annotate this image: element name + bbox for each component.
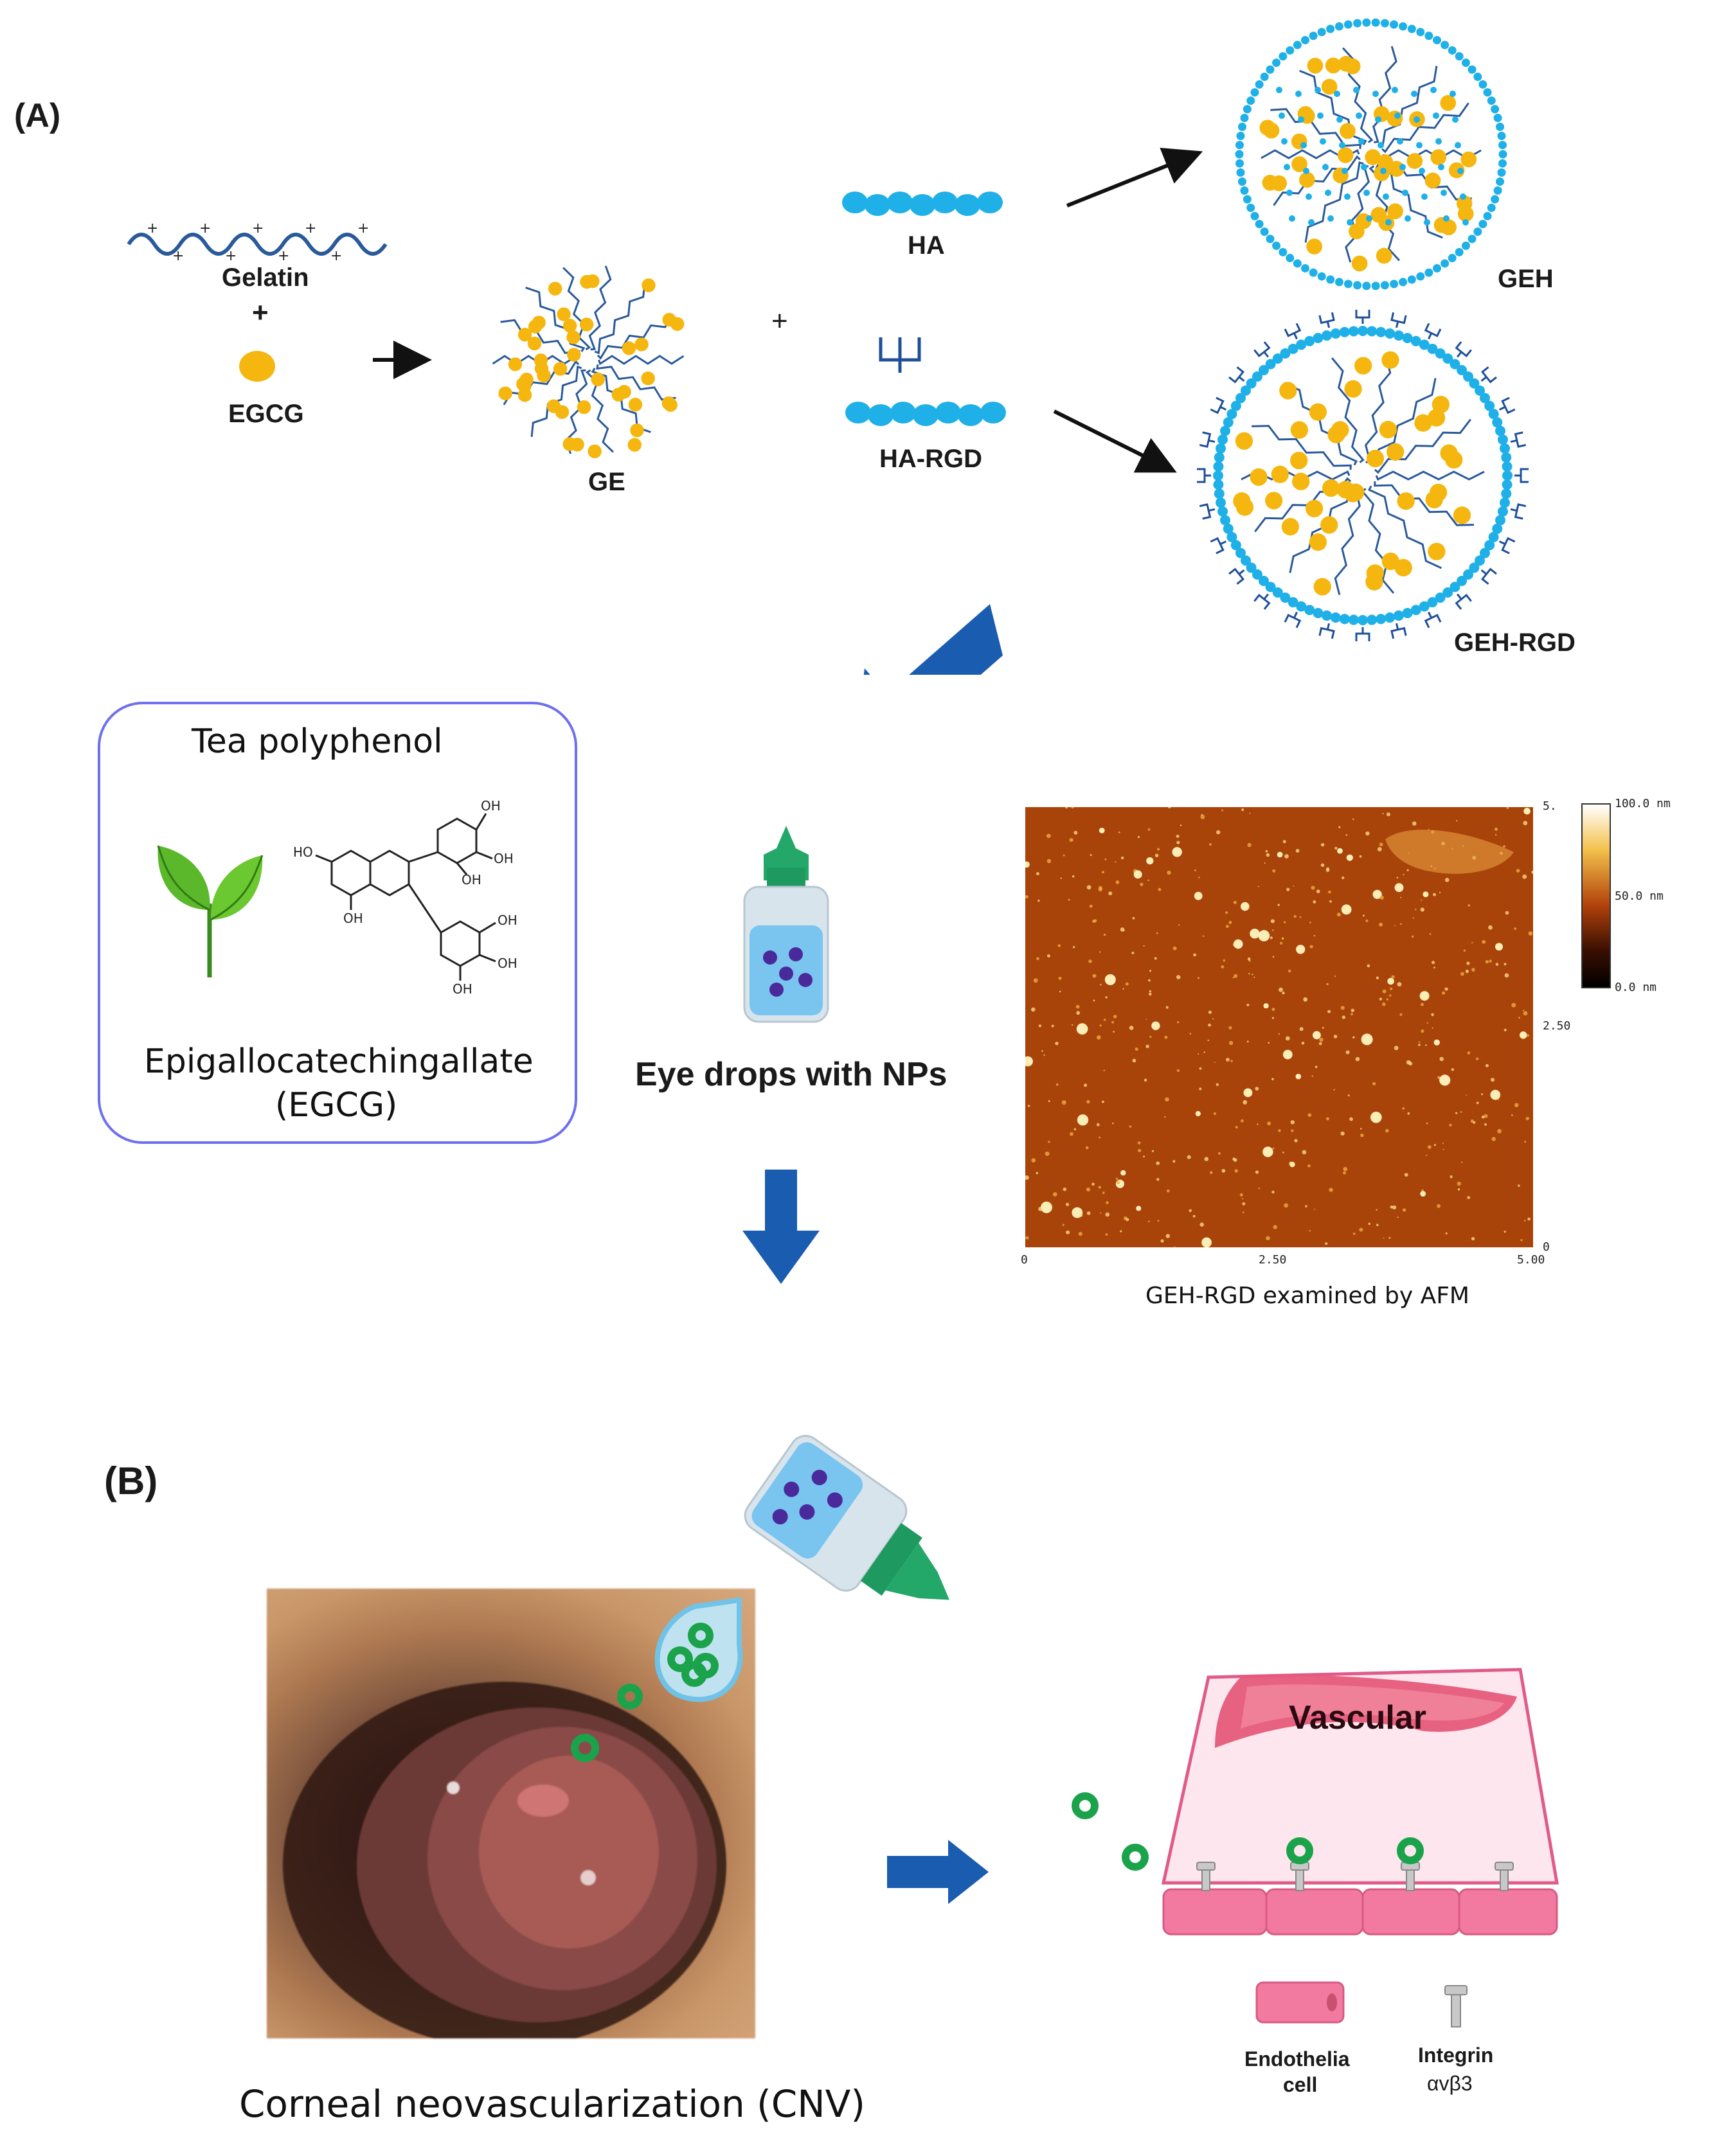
cnv-eye-photo: [267, 1589, 755, 2048]
svg-text:+: +: [147, 220, 158, 236]
colorbar-tick-mid: 50.0 nm: [1615, 889, 1664, 903]
geh-label: GEH: [1498, 265, 1554, 293]
ha-rgd-label: HA-RGD: [879, 445, 982, 473]
drop-nanoparticles: [667, 1623, 719, 1687]
afm-nanoparticle-dots: [1025, 807, 1533, 1247]
right-arrow: [887, 1840, 989, 1904]
svg-text:+: +: [330, 248, 342, 264]
eye-drops-label: Eye drops with NPs: [635, 1056, 947, 1093]
drop-icon: [654, 1597, 743, 1702]
legend-integrin-label-1: Integrin: [1418, 2044, 1494, 2067]
panel-b-label: (B): [104, 1459, 158, 1502]
legend-cell-label-2: cell: [1283, 2073, 1318, 2096]
afm-y-tick-mid: 2.50: [1543, 1019, 1571, 1033]
arrow-to-geh-rgd: [1053, 409, 1177, 473]
tea-leaf-icon: [157, 845, 264, 977]
oh-label: OH: [498, 913, 517, 928]
afm-image: [1025, 807, 1533, 1247]
egcg-name-line1: Epigallocatechingallate: [144, 1042, 534, 1081]
colorbar-tick-bottom: 0.0 nm: [1615, 981, 1657, 994]
afm-caption: GEH-RGD examined by AFM: [1145, 1283, 1469, 1309]
afm-colorbar: [1581, 803, 1611, 988]
endothelial-cells: [1162, 1888, 1558, 1936]
geh-rgd-nanoparticle: [1197, 310, 1529, 641]
afm-y-tick-top: 5.: [1543, 799, 1557, 813]
legend-cell-label-1: Endothelia: [1244, 2047, 1350, 2071]
egcg-dot: [239, 351, 275, 382]
svg-text:+: +: [252, 220, 264, 236]
oh-label: OH: [343, 911, 363, 926]
nanoparticle-on-cornea: [571, 1734, 599, 1762]
geh-nanoparticle: [1235, 18, 1507, 290]
oh-label: OH: [481, 798, 501, 814]
svg-text:+: +: [357, 220, 369, 236]
ge-nanoparticle: [492, 265, 685, 459]
bound-nanoparticles: [1286, 1837, 1424, 1864]
panel-a-diagram: + + + + + + + + +: [127, 18, 1529, 675]
svg-text:+: +: [199, 220, 211, 236]
ha-chain: [842, 192, 1003, 216]
ha-rgd-chain: [845, 337, 1006, 426]
vascular-label: Vascular: [1289, 1699, 1426, 1736]
egcg-name-line2: (EGCG): [275, 1086, 398, 1125]
geh-rgd-label: GEH-RGD: [1454, 628, 1576, 657]
svg-text:+: +: [225, 248, 237, 264]
egcg-structure-icon: OH OH OH OH OH OH OH HO: [293, 798, 517, 997]
svg-text:+: +: [278, 248, 289, 264]
oh-label: OH: [462, 872, 481, 887]
panel-a-label: (A): [14, 97, 61, 134]
ge-label: GE: [588, 468, 625, 496]
falling-nanoparticle: [617, 1684, 643, 1709]
eye-drop-dispenser: [617, 1434, 950, 1709]
down-left-arrow: [863, 604, 1003, 675]
oh-label: OH: [494, 851, 514, 866]
cnv-caption: Corneal neovascularization (CNV): [239, 2082, 865, 2126]
afm-x-tick-end: 5.00: [1517, 1253, 1545, 1267]
free-nanoparticles: [1072, 1792, 1149, 1871]
down-arrow: [742, 1170, 820, 1284]
endothelial-cell-legend-icon: [1255, 1981, 1345, 2024]
svg-text:+: +: [172, 248, 184, 264]
tea-polyphenol-box: Tea polyphenol OH OH OH: [98, 702, 577, 1144]
legend-integrin-label-2: αvβ3: [1427, 2072, 1473, 2095]
afm-x-tick-0: 0: [1021, 1253, 1028, 1267]
colorbar-tick-top: 100.0 nm: [1615, 797, 1671, 810]
oh-label: OH: [498, 956, 517, 971]
plus-sign-1: +: [252, 297, 269, 328]
ho-label: HO: [293, 844, 313, 860]
svg-text:+: +: [305, 220, 316, 236]
plus-sign-2: +: [771, 305, 788, 337]
tea-polyphenol-title: Tea polyphenol: [192, 722, 443, 761]
gelatin-label: Gelatin: [222, 263, 309, 292]
vascular-endothelium-diagram: Vascular: [1072, 1668, 1559, 1936]
integrin-legend-icon: [1444, 1985, 1468, 2027]
afm-y-tick-bottom: 0: [1543, 1240, 1550, 1254]
ha-label: HA: [908, 231, 945, 260]
integrin-receptors: [1196, 1862, 1514, 1891]
eye-drop-bottle-icon: [743, 826, 829, 1023]
egcg-label: EGCG: [228, 400, 304, 428]
afm-x-tick-mid: 2.50: [1259, 1253, 1287, 1267]
gelatin-chain: + + + + + + + + +: [127, 220, 388, 264]
arrow-to-geh: [1066, 147, 1203, 208]
oh-label: OH: [453, 981, 472, 997]
